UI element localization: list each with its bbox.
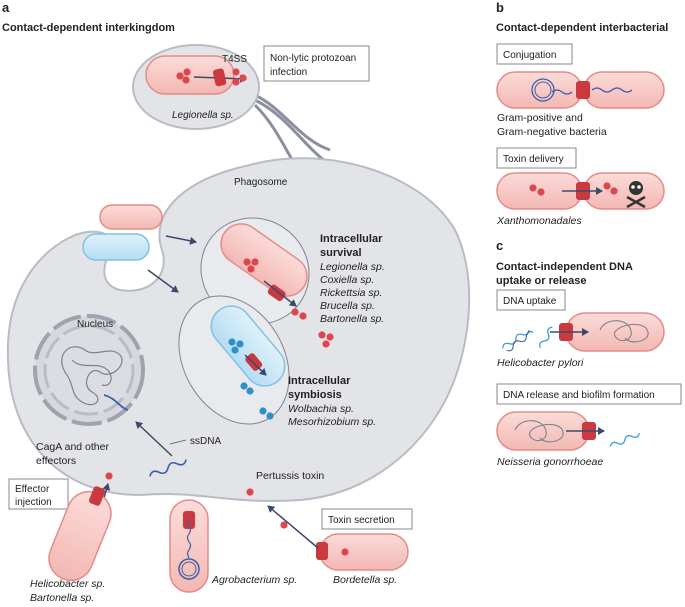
entering-bacterium [99,204,163,230]
legionella-bacterium [145,55,235,95]
conjugation-caption-line1: Gram-positive and [497,112,583,124]
panel-c-title-line2: uptake or release [496,275,587,287]
ssdna-strand [149,459,187,477]
toxin-delivery-box [496,147,577,169]
survival-bacterium [220,223,308,297]
conjugation-recipient [583,71,665,109]
symbiosis-title-line1: Intracellular [288,375,351,387]
legionella-top-label: Legionella sp. [172,110,234,121]
bordetella-secretion-system [316,542,328,560]
symbiosis-species-2: Mesorhizobium sp. [288,416,376,428]
helicobacter-secretion-system [88,486,106,506]
bordetella-bacterium [319,533,409,571]
t4ss-secretion-system [213,68,227,87]
survival-species-2: Coxiella sp. [320,274,374,286]
agrobacterium-label: Agrobacterium sp. [211,574,297,586]
survival-species-4: Brucella sp. [320,300,375,312]
dna-release-box [496,383,682,405]
nucleus-label: Nucleus [77,319,113,330]
released-dna [609,432,640,447]
pertussis-label: Pertussis toxin [256,470,324,482]
panel-c-title-line1: Contact-independent DNA [496,261,633,273]
panel-c-letter: c [496,238,503,253]
toxin-secretion-label: Toxin secretion [328,515,395,526]
protozoan [132,44,346,192]
survival-species-1: Legionella sp. [320,261,385,273]
toxin-secretion-box [321,508,413,530]
dna-release-label: DNA release and biofilm formation [503,390,655,401]
effector-box-line2: injection [15,497,52,508]
effector-box-line1: Effector [15,484,50,495]
release-caption: Neisseria gonorrhoeae [497,456,603,468]
conjugation-caption-line2: Gram-negative bacteria [497,126,607,138]
free-dna-1 [502,329,530,349]
phagosome-label: Phagosome [234,177,288,188]
conjugation-box [496,43,573,65]
survival-title-line2: survival [320,247,362,259]
conjugation-label: Conjugation [503,50,556,61]
symbiosis-title-line2: symbiosis [288,389,342,401]
skull-crossbones-icon [626,181,646,209]
bordetella-label: Bordetella sp. [333,574,397,586]
symbiont-bacterium [210,305,286,387]
panel-b-letter: b [496,0,504,15]
nucleus [33,314,145,426]
panel-a-letter: a [2,0,10,15]
ssdna-label: ssDNA [190,436,221,447]
survival-species-3: Rickettsia sp. [320,287,382,299]
panel-b-title: Contact-dependent interbacterial [496,22,668,34]
protozoan-box [263,45,370,82]
survival-secretion-system [267,284,286,302]
protozoan-box-line1: Non-lytic protozoan [270,53,356,64]
helicobacter-label-line1: Helicobacter sp. [30,578,105,590]
free-dna-2 [539,326,553,349]
toxin-delivery-label: Toxin delivery [503,154,564,165]
toxin-caption: Xanthomonadales [496,215,582,227]
caga-label-line2: effectors [36,455,76,467]
survival-title-line1: Intracellular [320,233,383,245]
panel-a-title: Contact-dependent interkingdom [2,22,175,34]
t4ss-label: T4SS [222,54,247,65]
symbiosis-species-1: Wolbachia sp. [288,403,354,415]
entering-symbiont [82,233,150,261]
dna-uptake-label: DNA uptake [503,296,557,307]
uptake-caption: Helicobacter pylori [497,357,584,369]
conjugation-pilus [576,81,590,99]
dna-uptake-box [496,289,566,311]
helicobacter-label-line2: Bartonella sp. [30,592,94,604]
conjugation-donor [496,71,583,109]
effector-injection-box [8,478,69,510]
caga-label-line1: CagA and other [36,441,109,453]
protozoan-box-line2: infection [270,67,307,78]
survival-species-5: Bartonella sp. [320,313,384,325]
